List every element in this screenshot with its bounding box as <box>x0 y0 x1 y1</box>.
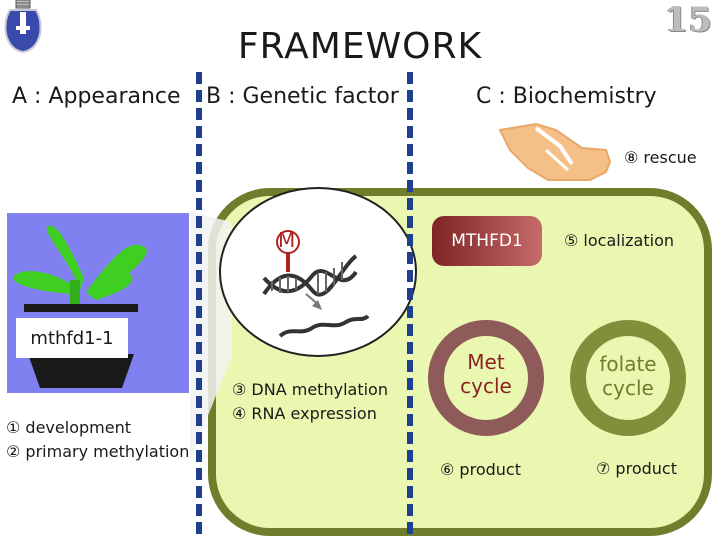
folate-cycle-label: folate cycle <box>599 352 657 400</box>
rescue-label: ⑧ rescue <box>624 148 697 167</box>
enzyme-box: MTHFD1 <box>432 216 542 266</box>
hand-icon <box>498 122 612 181</box>
lightbulb-icon <box>4 0 42 54</box>
item-localization: ⑤ localization <box>564 231 675 250</box>
plant-icon <box>5 211 191 395</box>
section-appearance: A : Appearance <box>12 84 181 109</box>
item-dna-methylation: ③ DNA methylation <box>232 380 388 399</box>
item-primary-methylation: ② primary methylation <box>6 442 190 461</box>
transcription-arrow <box>305 293 322 310</box>
met-cycle-ring <box>428 320 544 436</box>
slide-number: 15 <box>664 0 712 40</box>
page-title: FRAMEWORK <box>237 26 483 67</box>
met-cycle-label: Met cycle <box>460 350 512 398</box>
mutant-label: mthfd1-1 <box>16 318 128 358</box>
section-genetic-factor: B : Genetic factor <box>206 84 399 109</box>
mutation-mark: M <box>278 228 296 252</box>
item-rna-expression: ④ RNA expression <box>232 404 377 423</box>
folate-cycle-ring <box>570 320 686 436</box>
item-development: ① development <box>6 418 131 437</box>
item-folate-product: ⑦ product <box>596 459 677 478</box>
item-met-product: ⑥ product <box>440 460 521 479</box>
mutation-marker <box>276 230 300 272</box>
dna-icon <box>262 254 358 297</box>
rna-icon <box>278 314 370 338</box>
section-biochemistry: C : Biochemistry <box>476 84 657 109</box>
